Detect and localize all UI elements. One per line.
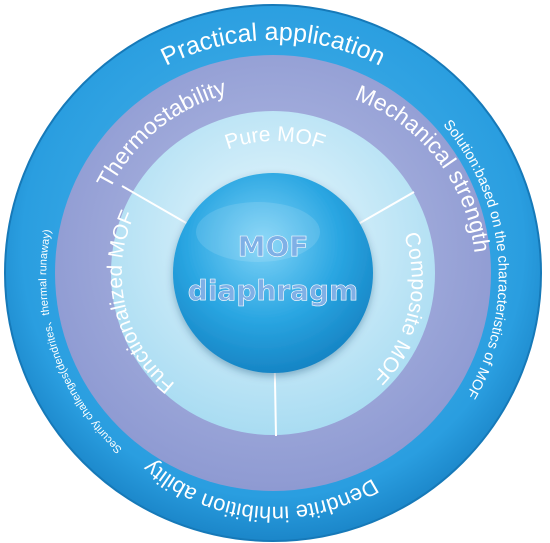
core-highlight (196, 202, 320, 262)
core-circle (173, 173, 373, 373)
outer-ring-border (4, 4, 542, 542)
center-title-line2: diaphragm (188, 274, 358, 307)
center-title-line1: MOF (238, 230, 309, 263)
